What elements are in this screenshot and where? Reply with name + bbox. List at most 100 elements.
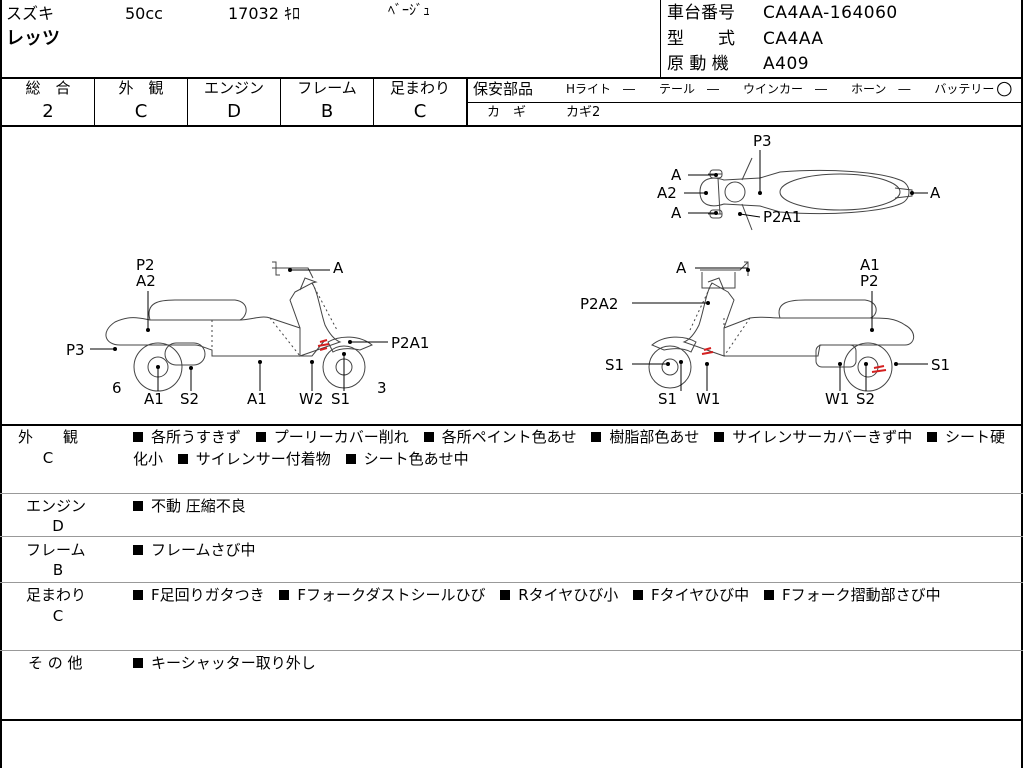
type-label: 型 式	[667, 29, 735, 49]
grade-col-line-1	[94, 78, 95, 126]
bullet-square-icon	[345, 454, 356, 464]
left-view-leaders	[90, 269, 388, 391]
grade-value-overall: 2	[42, 101, 54, 122]
remark-engine-grade: D	[52, 517, 64, 535]
remark-exterior-grade: C	[42, 449, 54, 467]
remark-engine-label: エンジン	[26, 497, 87, 515]
remark-other-items: キーシャッター取り外し	[133, 652, 1018, 674]
bullet-square-icon	[591, 432, 602, 442]
remark-item-text: 各所うすきず	[151, 428, 242, 446]
remark-item-text: プーリーカバー削れ	[273, 428, 409, 446]
top-view-labels: P3 A A2 A A P2A1	[657, 132, 941, 226]
mileage: 17032 ｷﾛ	[228, 4, 300, 23]
frame-left	[0, 0, 2, 768]
right-handle-stem	[707, 277, 725, 291]
top-mirror-right	[709, 209, 723, 219]
remark-frame-items: フレームさび中	[133, 539, 1018, 561]
divider-diagram-bottom	[0, 424, 1023, 426]
right-front-panel	[682, 282, 735, 357]
remark-item-text: 樹脂部色あせ	[609, 428, 700, 446]
color: ﾍﾞｰｼﾞｭ	[388, 3, 430, 19]
left-view-labels: P2 A2 A P3 P2A1 6 A1 S2 A1 W2 S1 3	[66, 256, 429, 408]
bullet-square-icon	[133, 545, 143, 555]
remark-item-text: シート硬化小	[133, 428, 1005, 468]
top-steering-hub	[724, 181, 746, 203]
engine-value: A409	[763, 54, 810, 74]
grade-header-exterior: 外 観	[118, 79, 164, 97]
right-view	[648, 261, 915, 392]
grade-value-engine: D	[227, 101, 241, 122]
top-view	[699, 157, 914, 231]
top-seat	[779, 173, 901, 211]
remark-item: Rタイヤひび小	[500, 586, 618, 604]
remark-item-text: Rタイヤひび小	[518, 586, 619, 604]
bullet-square-icon	[279, 590, 290, 600]
remark-suspension-label: 足まわり	[26, 586, 87, 604]
left-damage-marks	[317, 339, 330, 351]
remark-item: サイレンサー付着物	[177, 450, 331, 468]
label-left-a: A	[333, 259, 344, 277]
key-label: カ ギ	[487, 105, 527, 120]
label-right-p2a2: P2A2	[580, 295, 618, 313]
label-left-a1-mid: A1	[247, 390, 267, 408]
bullet-square-icon	[423, 432, 434, 442]
remark-item: サイレンサーカバーきず中	[714, 428, 912, 446]
divider-remark-4	[0, 650, 1023, 651]
remark-frame-label: フレーム	[26, 541, 86, 559]
right-view-leaders	[632, 267, 928, 391]
divider-remark-1	[0, 493, 1023, 494]
bullet-square-icon	[133, 658, 143, 668]
bullet-square-icon	[133, 432, 143, 442]
model-name: レッツ	[6, 28, 60, 49]
remark-item-text: 不動 圧縮不良	[151, 497, 246, 515]
frame-number-value: CA4AA-164060	[763, 3, 898, 23]
remark-item-text: Fフォーク摺動部さび中	[781, 586, 941, 604]
remark-suspension-grade: C	[52, 607, 64, 625]
remark-item: 不動 圧縮不良	[133, 497, 246, 515]
label-left-p2: P2	[136, 256, 155, 274]
maker: スズキ	[6, 4, 55, 23]
displacement: 50cc	[125, 4, 163, 23]
bullet-square-icon	[763, 590, 774, 600]
left-front-panel	[289, 282, 342, 357]
remark-item: Fタイヤひび中	[633, 586, 749, 604]
right-front-fender	[651, 336, 697, 353]
right-front-wheel	[648, 345, 692, 389]
right-seat	[778, 299, 877, 319]
top-handle-stem-down	[741, 203, 753, 231]
remark-item-text: キーシャッター取り外し	[151, 654, 316, 672]
grade-col-line-5	[466, 78, 468, 126]
remark-item-text: サイレンサーカバーきず中	[732, 428, 913, 446]
label-right-a1: A1	[860, 256, 880, 274]
grade-col-line-3	[280, 78, 281, 126]
right-damage-marks	[701, 347, 887, 373]
label-left-3: 3	[377, 379, 387, 397]
remark-item: シート色あせ中	[345, 450, 469, 468]
header-vdivider	[660, 0, 661, 78]
label-right-p2: P2	[860, 272, 879, 290]
label-left-s2: S2	[180, 390, 199, 408]
remark-item: Fフォークダストシールひび	[279, 586, 485, 604]
bullet-square-icon	[926, 432, 937, 442]
remark-item-text: フレームさび中	[151, 541, 256, 559]
label-left-a2: A2	[136, 272, 156, 290]
left-rear-body	[105, 316, 301, 357]
label-left-s1: S1	[331, 390, 350, 408]
label-right-s2: S2	[856, 390, 875, 408]
left-seat	[148, 299, 247, 321]
left-view	[105, 261, 373, 392]
remark-item: シート硬化小	[133, 428, 1005, 468]
divider-remark-5	[0, 719, 1023, 721]
type-value: CA4AA	[763, 29, 824, 49]
label-top-a-lower: A	[671, 204, 682, 222]
remark-item-text: F足回りガタつき	[151, 586, 265, 604]
frame-right	[1021, 0, 1023, 768]
left-front-fender	[327, 336, 373, 353]
bullet-square-icon	[133, 590, 143, 600]
remark-other-label: そ の 他	[28, 654, 83, 672]
scooter-diagram: P3 A A2 A A P2A1	[66, 132, 950, 408]
divider-header	[0, 77, 1023, 79]
bullet-square-icon	[133, 501, 143, 511]
safety-label: 保安部品	[473, 80, 534, 98]
divider-grades-mid	[467, 102, 1023, 103]
